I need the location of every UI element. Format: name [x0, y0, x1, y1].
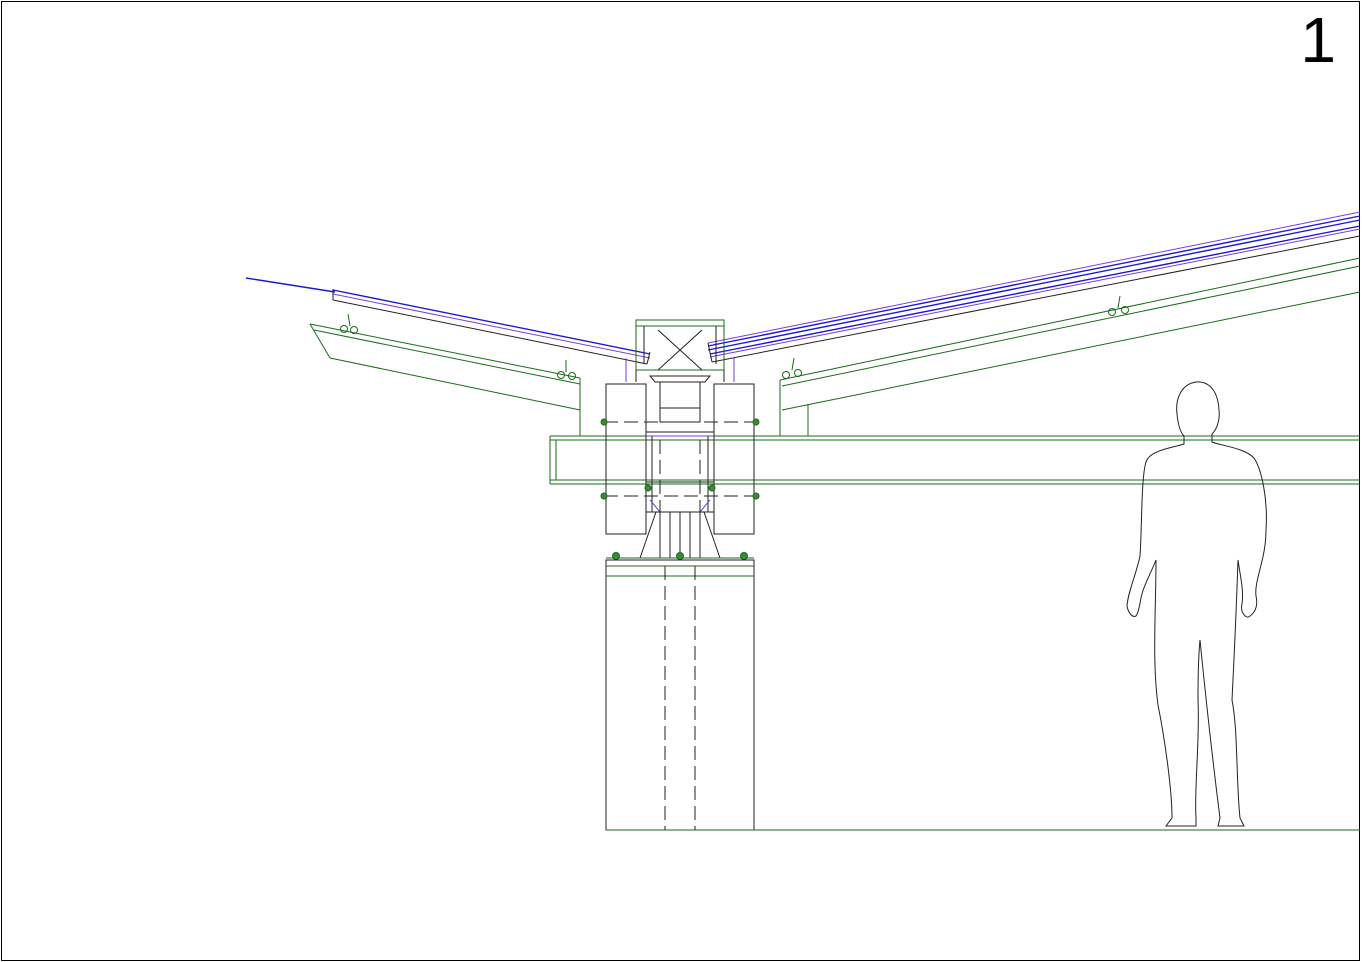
main-girder	[549, 435, 1360, 485]
column-base-and-post	[605, 552, 755, 831]
sheet-number: 1	[1300, 4, 1336, 76]
right-roof-panel	[707, 211, 1361, 363]
left-purlin	[309, 323, 581, 436]
right-clip-1	[782, 357, 802, 379]
left-clip-2	[557, 360, 576, 380]
left-clip-1	[340, 313, 358, 334]
right-roof-assembly	[707, 211, 1361, 436]
column-head-connection	[600, 383, 760, 559]
valley-gutter	[625, 319, 735, 423]
left-roof-panel	[332, 289, 651, 365]
human-scale-figure	[1126, 381, 1267, 827]
right-purlin	[779, 257, 1361, 436]
left-roof-assembly	[245, 277, 651, 436]
right-clip-2	[1108, 295, 1129, 316]
